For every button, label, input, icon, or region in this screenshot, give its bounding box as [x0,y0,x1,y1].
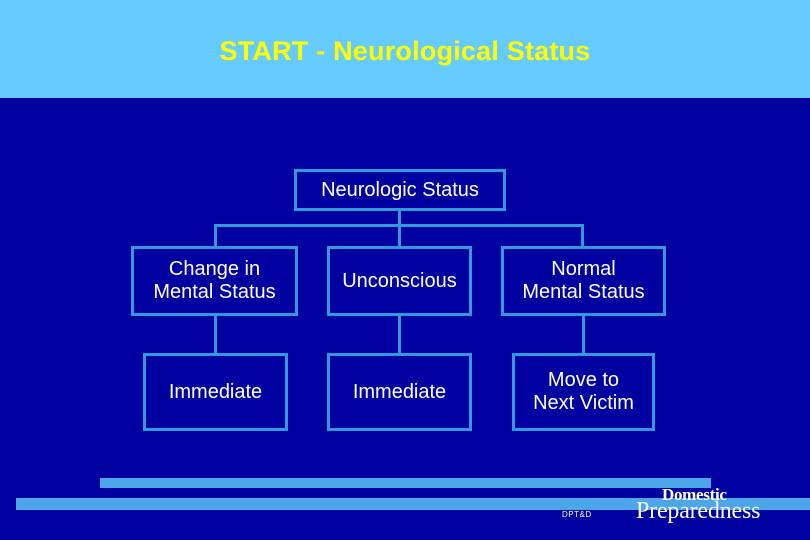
node-label: Unconscious [342,269,457,292]
node-change-in-mental-status: Change in Mental Status [131,246,298,316]
footer-bar-lower [16,498,810,510]
connector-root-stub [398,211,401,224]
footer-bar-upper [100,478,711,488]
logo-primary-text: Domestic [662,485,727,504]
node-neurologic-status: Neurologic Status [294,169,506,211]
node-label: Move to Next Victim [533,369,634,414]
logo-secondary-text: Preparedness [636,498,761,524]
node-label: Normal Mental Status [522,258,645,303]
page-title: START - Neurological Status [219,36,591,66]
node-normal-mental-status: Normal Mental Status [501,246,666,316]
connector-center-to-action [398,316,401,353]
node-unconscious: Unconscious [327,246,472,316]
connector-drop-right [581,224,584,246]
node-label: Change in Mental Status [153,258,276,303]
connector-right-to-action [582,316,585,353]
connector-left-to-action [214,316,217,353]
connector-drop-center [398,224,401,246]
node-label: Immediate [168,380,263,403]
node-action-immediate-center: Immediate [327,353,472,431]
flowchart: Neurologic Status Change in Mental Statu… [0,98,810,540]
logo: DPT&D Domestic Preparedness [562,485,794,531]
connector-drop-left [214,224,217,246]
node-action-move-to-next-victim: Move to Next Victim [512,353,655,431]
logo-mark: DPT&D [562,510,592,519]
node-action-immediate-left: Immediate [143,353,288,431]
title-band [0,0,810,98]
node-label: Neurologic Status [321,178,479,201]
node-label: Immediate [352,380,447,403]
